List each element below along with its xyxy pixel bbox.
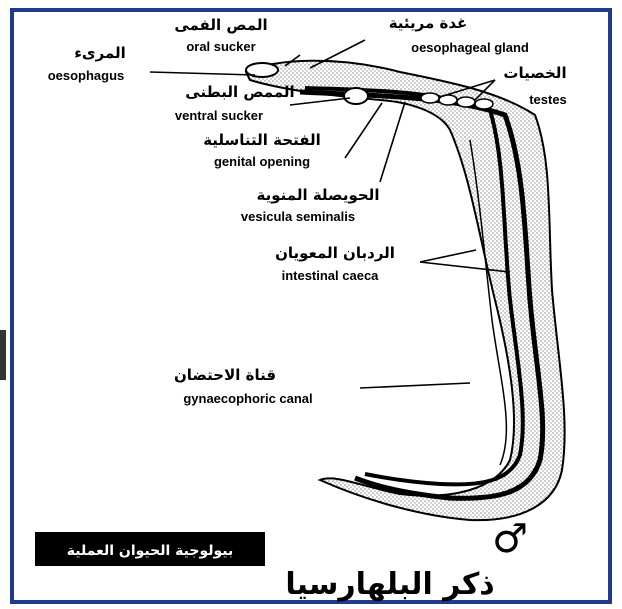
genital-opening-en: genital opening: [214, 154, 310, 169]
gynaecophoric-canal-ar: قناة الاحتضان: [174, 366, 276, 384]
figure-caption: ذكر البلهارسيا: [285, 567, 494, 602]
male-symbol: ♂: [492, 516, 528, 562]
oesophageal-gland-ar: غدة مريئية: [389, 14, 468, 32]
badge-text: بيولوجية الحيوان العملية: [67, 543, 233, 559]
label-vesicula-seminalis: الحويصلة المنوية vesicula seminalis: [241, 186, 380, 224]
testes-en: testes: [529, 92, 567, 107]
label-genital-opening: الفتحة التناسلية genital opening: [203, 131, 321, 169]
genital-opening-ar: الفتحة التناسلية: [203, 131, 321, 149]
ventral-sucker-ar: الممص البطنى: [185, 83, 294, 101]
gynaecophoric-canal-en: gynaecophoric canal: [183, 391, 312, 406]
left-edge-strip: [0, 330, 6, 380]
oral-sucker-ar: المص الفمى: [174, 16, 267, 34]
label-gynaecophoric-canal: قناة الاحتضان gynaecophoric canal: [174, 366, 313, 406]
vesicula-seminalis-ar: الحويصلة المنوية: [257, 186, 380, 204]
intestinal-caeca-ar: الردبان المعويان: [275, 244, 395, 262]
label-testes: الخصيات testes: [503, 64, 566, 107]
testes-ar: الخصيات: [503, 64, 566, 82]
vesicula-seminalis-en: vesicula seminalis: [241, 209, 355, 224]
label-oral-sucker: المص الفمى oral sucker: [174, 16, 267, 54]
body-outline: [246, 61, 565, 520]
ventral-sucker-en: ventral sucker: [175, 108, 263, 123]
label-intestinal-caeca: الردبان المعويان intestinal caeca: [275, 244, 395, 283]
worm-body: [246, 61, 565, 520]
intestinal-caeca-en: intestinal caeca: [282, 268, 380, 283]
label-ventral-sucker: الممص البطنى ventral sucker: [175, 83, 295, 123]
ventral-sucker-shape: [344, 88, 368, 104]
label-oesophageal-gland: غدة مريئية oesophageal gland: [389, 14, 529, 55]
oesophagus-en: oesophagus: [48, 68, 125, 83]
label-oesophagus: المرىء oesophagus: [48, 44, 126, 83]
oesophageal-gland-en: oesophageal gland: [411, 40, 529, 55]
oesophagus-ar: المرىء: [74, 44, 126, 62]
oral-sucker-en: oral sucker: [186, 39, 255, 54]
